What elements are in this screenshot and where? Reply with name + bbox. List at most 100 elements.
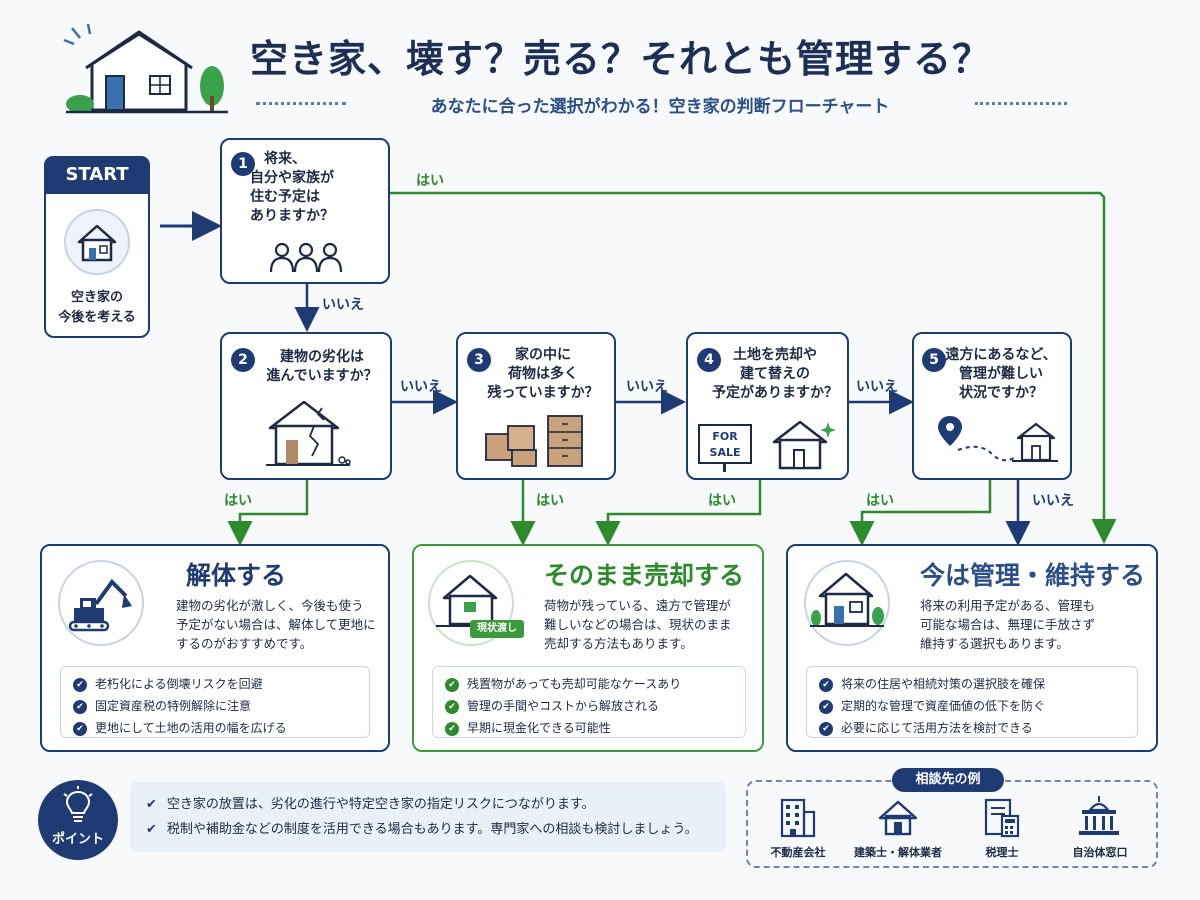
check-icon: ✔ [445, 722, 459, 736]
result-desc-demolish-line-1: 建物の劣化が激しく、今後も使う [176, 598, 364, 613]
question-text-2: 建物の劣化は 進んでいますか？ [258, 348, 386, 386]
calculator-document-icon [984, 798, 1022, 838]
question-number-3: 3 [467, 348, 491, 372]
label-q5-yes: はい [866, 493, 894, 509]
result-point-maintain-2: ✔ 定期的な管理で資産価値の低下を防ぐ [819, 695, 1127, 717]
start-house-icon [63, 208, 131, 276]
result-point-sell-1-text: 残置物があっても売却可能なケースあり [467, 677, 682, 691]
start-text-line2: 今後を考える [58, 310, 136, 325]
start-text-line1: 空き家の [70, 290, 123, 305]
result-point-maintain-1-text: 将来の住居や相続対策の選択肢を確保 [841, 677, 1046, 691]
page-title: 空き家、壊す？売る？それとも管理する？ [250, 37, 992, 81]
question-number-5: 5 [922, 348, 946, 372]
point-item-1-text: 空き家の放置は、劣化の進行や特定空き家の指定リスクにつながります。 [166, 797, 595, 812]
question-3-line-1: 家の中に [515, 347, 571, 363]
question-1-line-1: 将来、 [264, 151, 306, 167]
result-point-sell-3: ✔ 早期に現金化できる可能性 [445, 717, 735, 739]
header-house-illustration [62, 23, 232, 118]
result-desc-maintain-line-3: 維持する選択もあります。 [920, 636, 1069, 651]
consult-title: 相談先の例 [892, 768, 1004, 792]
result-point-demolish-2-text: 固定資産税の特例解除に注意 [95, 699, 252, 713]
result-desc-sell-line-1: 荷物が残っている、遠方で管理が [544, 598, 731, 613]
result-point-sell-3-text: 早期に現金化できる可能性 [467, 721, 611, 735]
consult-item-3: 税理士 [985, 846, 1019, 859]
point-box: ✔ 空き家の放置は、劣化の進行や特定空き家の指定リスクにつながります。 ✔ 税制や補… [130, 782, 726, 852]
question-number-2: 2 [231, 348, 255, 372]
label-q5-no: いいえ [1032, 493, 1074, 509]
result-title-demolish: 解体する [186, 561, 287, 590]
result-point-maintain-2-text: 定期的な管理で資産価値の低下を防ぐ [841, 699, 1046, 713]
question-text-1: 将来、 自分や家族が 住む予定は ありますか？ [250, 150, 370, 226]
label-q1-yes: はい [416, 173, 444, 189]
result-point-sell-2: ✔ 管理の手間やコストから解放される [445, 695, 735, 717]
subtitle-dots-right [975, 102, 1067, 105]
for-sale-sign-line1: FOR [712, 430, 738, 443]
check-icon: ✔ [445, 700, 459, 714]
result-desc-sell: 荷物が残っている、遠方で管理が 難しいなどの場合は、現状のまま 売却する方法もあ… [544, 596, 754, 653]
question-5-line-1: 遠方にあるなど、 [945, 347, 1057, 363]
family-icon [268, 240, 344, 274]
as-is-tag: 現状渡し [470, 620, 524, 638]
check-icon: ✔ [73, 700, 87, 714]
result-point-demolish-1: ✔ 老朽化による倒壊リスクを回避 [73, 673, 359, 695]
result-point-maintain-3-text: 必要に応じて活用方法を検討できる [841, 721, 1033, 735]
result-desc-demolish-line-2: 予定がない場合は、解体して更地に [176, 617, 376, 632]
check-icon: ✔ [73, 678, 87, 692]
point-item-2-text: 税制や補助金などの制度を活用できる場合もあります。専門家への相談も検討しましょう… [166, 822, 698, 837]
result-point-maintain-3: ✔必要に応じて活用方法を検討できる [819, 717, 1127, 739]
check-icon: ✔ [819, 678, 833, 692]
damaged-house-icon [262, 398, 352, 470]
question-2-line-1: 建物の劣化は [280, 349, 364, 365]
result-point-maintain-1: ✔ 将来の住居や相続対策の選択肢を確保 [819, 673, 1127, 695]
check-icon: ✔ [819, 700, 833, 714]
label-q2-yes: はい [224, 493, 252, 509]
question-3-line-3: 残っていますか？ [487, 385, 599, 401]
question-1-line-2: 自分や家族が [250, 170, 334, 186]
distance-map-icon [936, 412, 1060, 468]
question-text-5: 遠方にあるなど、 管理が難しい 状況ですか？ [936, 346, 1066, 403]
label-q2-no: いいえ [400, 379, 442, 395]
result-points-sell: ✔ 残置物があっても売却可能なケースあり ✔ 管理の手間やコストから解放される ✔ 早… [432, 666, 746, 738]
result-point-sell-2-text: 管理の手間やコストから解放される [467, 699, 660, 713]
label-q1-no: いいえ [322, 297, 364, 313]
label-q4-yes: はい [708, 493, 736, 509]
for-sale-sign: FOR SALE [698, 424, 752, 472]
question-5-line-2: 管理が難しい [959, 366, 1043, 382]
result-desc-sell-line-3: 売却する方法もあります。 [544, 636, 693, 651]
question-4-line-1: 土地を売却や [733, 347, 817, 363]
page-subtitle: あなたに合った選択がわかる！空き家の判断フローチャート [430, 97, 890, 117]
result-desc-sell-line-2: 難しいなどの場合は、現状のまま [544, 617, 732, 632]
result-points-demolish: ✔ 老朽化による倒壊リスクを回避 ✔ 固定資産税の特例解除に注意 ✔更地にして土地の… [60, 666, 370, 738]
check-icon: ✔ [73, 722, 87, 736]
maintained-house-icon [804, 560, 890, 646]
result-title-maintain: 今は管理・維持する [920, 561, 1146, 590]
result-point-demolish-2: ✔ 固定資産税の特例解除に注意 [73, 695, 359, 717]
check-icon: ✔ [146, 822, 157, 837]
label-q3-no: いいえ [626, 379, 668, 395]
excavator-icon [58, 560, 144, 646]
question-4-line-3: 予定がありますか？ [712, 385, 838, 401]
result-point-demolish-3: ✔更地にして土地の活用の幅を広げる [73, 717, 359, 739]
label-q4-no: いいえ [856, 379, 898, 395]
consult-item-1: 不動産会社 [770, 846, 826, 859]
office-building-icon [776, 796, 818, 838]
result-desc-demolish: 建物の劣化が激しく、今後も使う 予定がない場合は、解体して更地に するのがおすす… [176, 596, 382, 653]
label-q3-yes: はい [536, 493, 564, 509]
point-label: ポイント [51, 832, 104, 847]
for-sale-sign-line2: SALE [709, 446, 741, 459]
new-house-icon [770, 418, 836, 472]
boxes-and-dresser-icon [484, 412, 588, 470]
consult-item-2: 建築士・解体業者 [854, 846, 942, 859]
question-1-line-3: 住む予定は [250, 189, 320, 205]
check-icon: ✔ [445, 678, 459, 692]
question-number-1: 1 [231, 152, 255, 176]
point-item-1: ✔ 空き家の放置は、劣化の進行や特定空き家の指定リスクにつながります。 [146, 792, 710, 817]
question-text-4: 土地を売却や 建て替えの 予定がありますか？ [707, 346, 843, 403]
lightbulb-icon [62, 786, 94, 826]
check-icon: ✔ [146, 797, 157, 812]
result-desc-maintain-line-1: 将来の利用予定がある、管理も [920, 598, 1096, 613]
result-point-demolish-1-text: 老朽化による倒壊リスクを回避 [95, 677, 263, 691]
result-points-maintain: ✔ 将来の住居や相続対策の選択肢を確保 ✔ 定期的な管理で資産価値の低下を防ぐ ✔必… [806, 666, 1138, 738]
result-point-sell-1: ✔ 残置物があっても売却可能なケースあり [445, 673, 735, 695]
